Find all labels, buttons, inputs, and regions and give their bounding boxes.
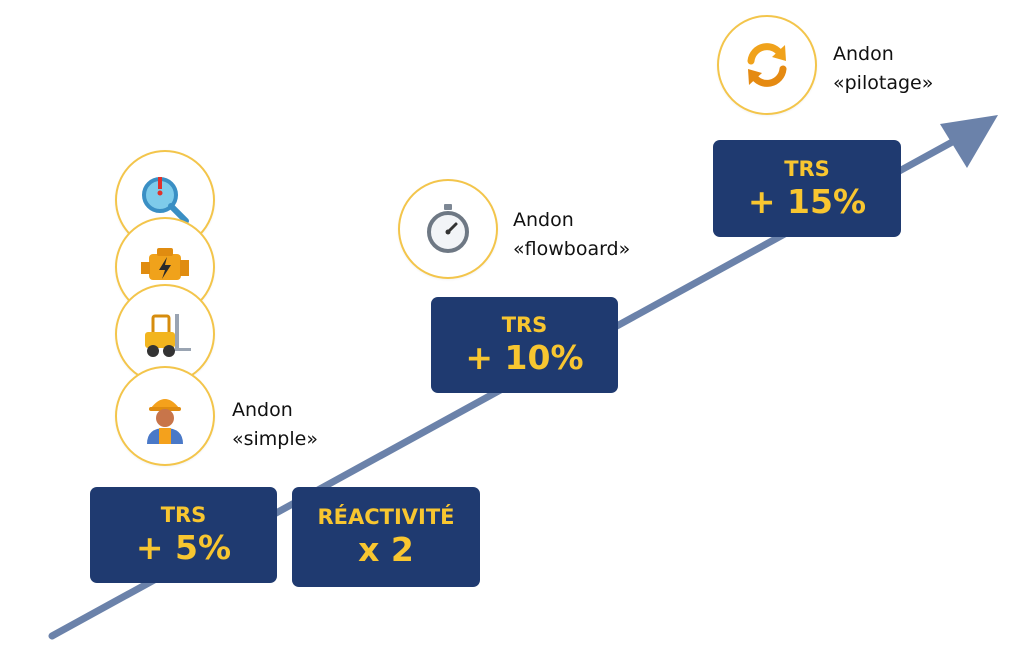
andon-pilotage-line2: «pilotage» [833,72,934,94]
trs-15-value: + 15% [747,181,867,221]
trs-5-title: TRS [160,503,207,527]
trs-10-box: TRS + 10% [431,297,618,393]
reactivite-box: RÉACTIVITÉ x 2 [292,487,480,587]
andon-flowboard-line1: Andon [513,209,574,231]
andon-flowboard-label: Andon «flowboard» [513,206,630,264]
andon-flowboard-line2: «flowboard» [513,238,631,260]
trs-5-value: + 5% [135,528,232,567]
reactivite-title: RÉACTIVITÉ [317,505,455,529]
trs-10-title: TRS [501,313,548,337]
trs-10-value: + 10% [465,338,584,377]
andon-simple-line1: Andon [232,399,293,421]
trs-15-title: TRS [784,156,830,181]
andon-pilotage-label: Andon «pilotage» [833,40,933,98]
andon-simple-line2: «simple» [232,428,318,450]
reactivite-value: x 2 [358,530,414,569]
andon-simple-label: Andon «simple» [232,396,318,454]
andon-pilotage-line1: Andon [833,43,894,65]
refresh-cycle-icon [717,15,817,115]
stopwatch-icon [398,179,498,279]
trs-5-box: TRS + 5% [90,487,277,583]
worker-icon [115,366,215,466]
trs-15-box: TRS + 15% [713,140,901,237]
